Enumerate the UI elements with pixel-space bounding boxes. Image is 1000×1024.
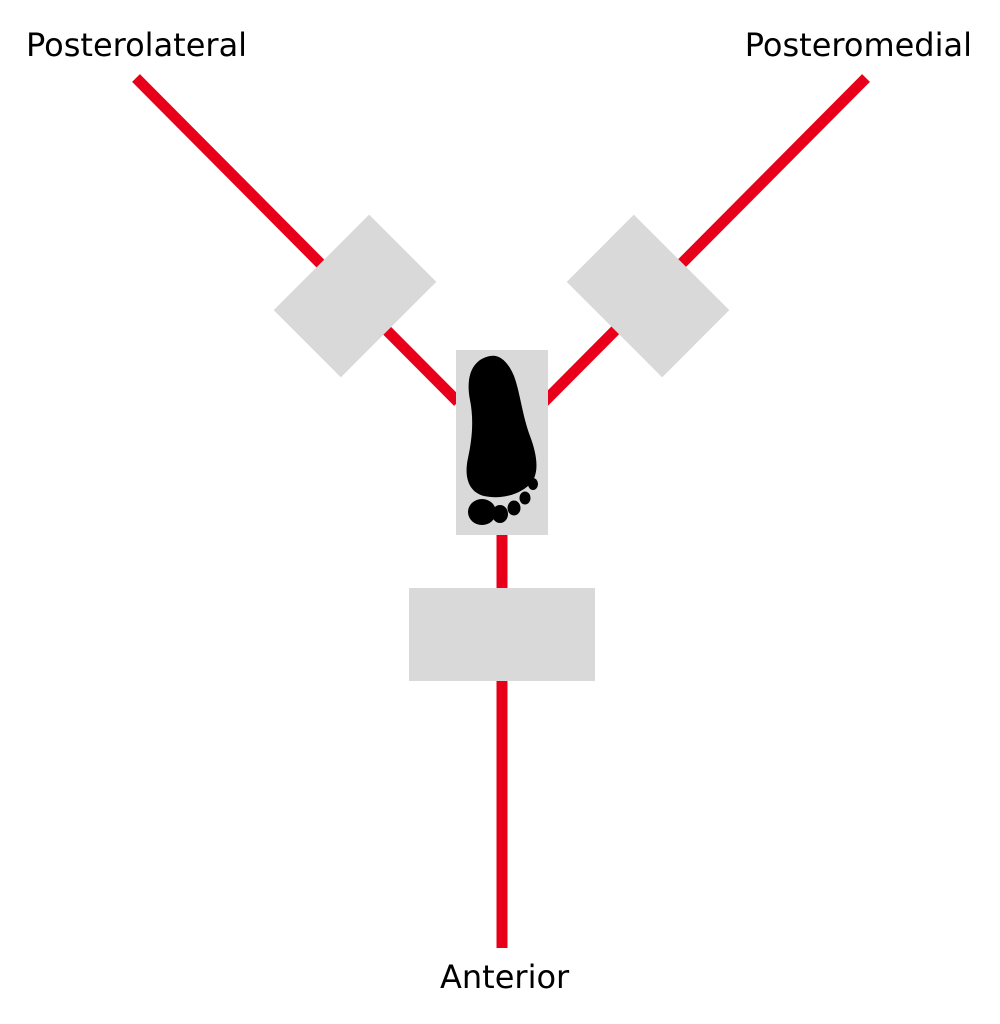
footprint-icon (466, 355, 538, 525)
posteromedial-block (566, 214, 730, 378)
posterolateral-block (273, 214, 437, 378)
label-posteromedial: Posteromedial (744, 26, 972, 64)
posteromedial-reach-line (540, 74, 870, 406)
posterolateral-reach-line (132, 74, 462, 406)
label-anterior: Anterior (440, 958, 570, 996)
anterior-block (409, 588, 595, 681)
label-posterolateral: Posterolateral (26, 26, 248, 64)
